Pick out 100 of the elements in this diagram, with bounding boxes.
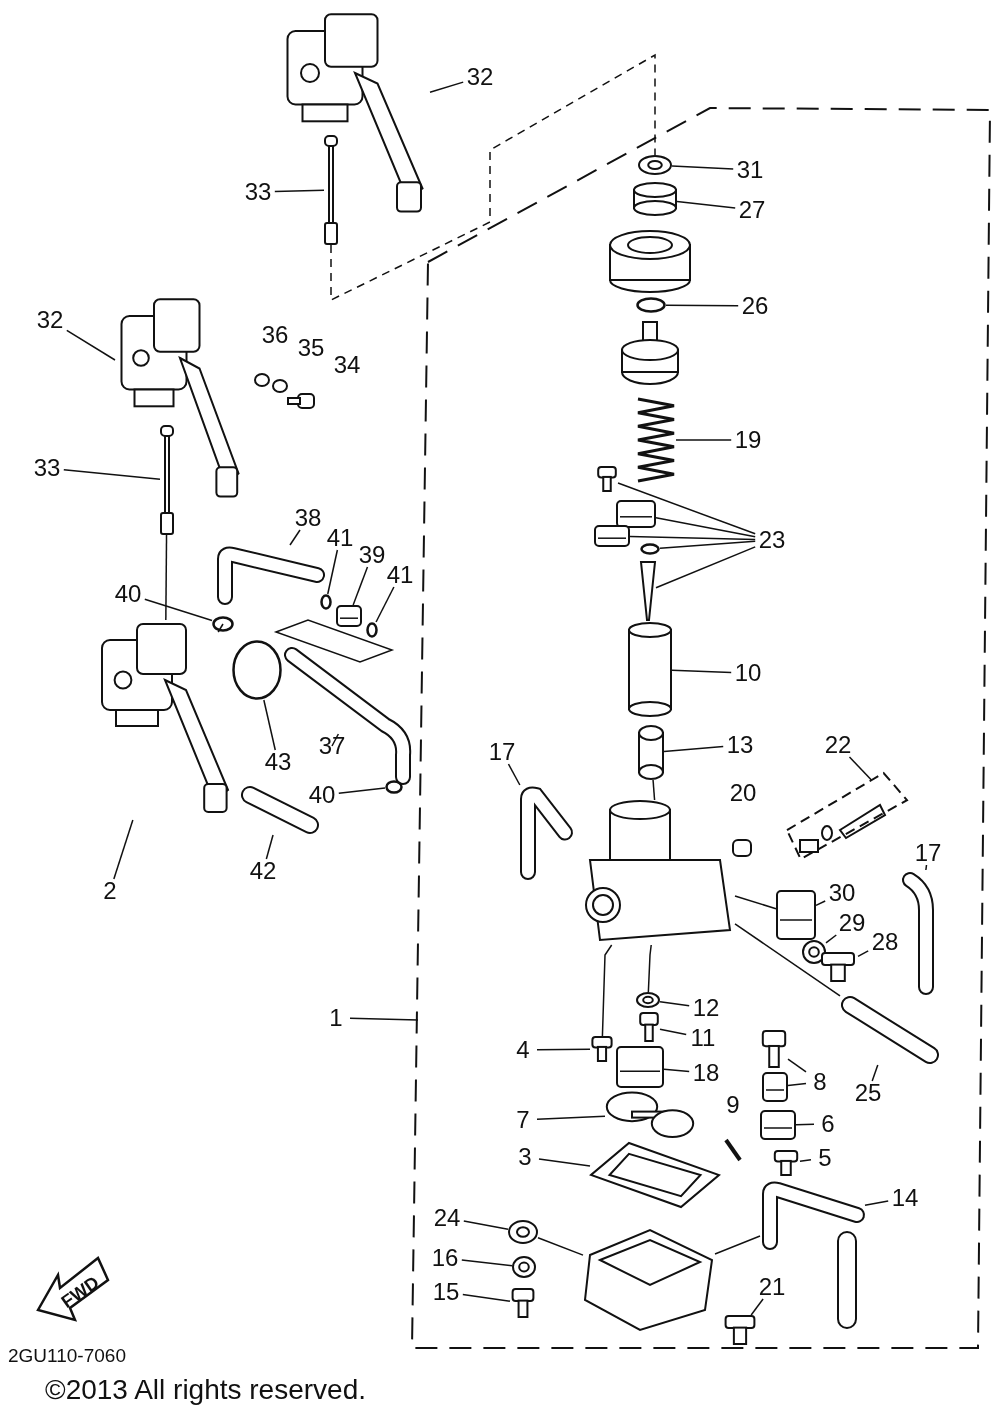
needle-drawing (640, 561, 656, 621)
leader-line (647, 944, 652, 993)
rod-drawing (160, 425, 174, 535)
leader-line (799, 1159, 812, 1162)
block-drawing (616, 500, 656, 528)
callout-number: 9 (726, 1091, 740, 1119)
leader-line (536, 1115, 606, 1121)
leader-line (734, 895, 777, 910)
spring-drawing (636, 395, 676, 485)
leader-line (462, 1293, 511, 1302)
leader-line (63, 468, 161, 481)
callout-number: 40 (106, 580, 150, 608)
block-drawing (776, 890, 816, 940)
callout-number: 13 (718, 731, 762, 759)
leader-line (265, 834, 274, 860)
tube-drawing (840, 995, 940, 1065)
callout-number: 14 (883, 1184, 927, 1212)
leader-line (652, 779, 656, 801)
leader-line (537, 1237, 584, 1256)
callout-number: 23 (750, 526, 794, 554)
leader-line (659, 1028, 687, 1036)
leader-line (375, 586, 395, 623)
leader-line (871, 1064, 879, 1082)
float-drawing (605, 1090, 695, 1138)
leader-line (461, 1259, 513, 1267)
dashbox-drawing (786, 772, 908, 860)
leader-line (113, 819, 134, 880)
screw-drawing (760, 1030, 788, 1068)
callout-number: 42 (241, 857, 285, 885)
leader-line (165, 534, 168, 621)
callout-number: 34 (333, 351, 361, 379)
callout-number: 33 (25, 454, 69, 482)
callout-number: 6 (806, 1110, 850, 1138)
ring-drawing (320, 594, 332, 610)
callout-number: 30 (820, 879, 864, 907)
washer-drawing (636, 992, 660, 1008)
callout-number: 43 (256, 748, 300, 776)
callout-number: 12 (684, 994, 728, 1022)
callout-number: 40 (300, 781, 344, 809)
callout-number: 20 (729, 779, 757, 807)
callout-number: 18 (684, 1059, 728, 1087)
leader-line (925, 864, 928, 871)
ring-drawing (640, 543, 660, 555)
callout-number: 15 (424, 1278, 468, 1306)
leader-line (848, 756, 873, 781)
callout-number: 8 (798, 1068, 842, 1096)
leader-line (289, 529, 301, 546)
callout-number: 1 (314, 1004, 358, 1032)
callout-number: 17 (906, 839, 950, 867)
leader-line (338, 787, 386, 794)
leader-line (665, 304, 739, 307)
leader-line (352, 566, 369, 606)
leader-line (659, 540, 756, 549)
callout-number: 7 (501, 1106, 545, 1134)
leader-line (629, 535, 756, 541)
callout-number: 24 (425, 1204, 469, 1232)
rod-drawing (324, 135, 338, 245)
leader-line (750, 1298, 764, 1316)
leader-line (659, 1000, 690, 1007)
leader-line (538, 1158, 591, 1167)
callout-number: 35 (297, 334, 325, 362)
leader-line (274, 189, 325, 193)
screw-drawing (510, 1288, 536, 1318)
callout-number: 26 (733, 292, 777, 320)
callout-number: 5 (803, 1144, 847, 1172)
screw-drawing (772, 1150, 800, 1176)
callout-number: 32 (28, 306, 72, 334)
leader-line (144, 598, 213, 622)
callout-number: 10 (726, 659, 770, 687)
leader-line (617, 482, 756, 535)
copyright-note: ©2013 All rights reserved. (45, 1374, 366, 1406)
callout-number: 21 (750, 1273, 794, 1301)
callout-number: 32 (458, 63, 502, 91)
leader-line (815, 900, 826, 907)
ring-drawing (636, 297, 666, 313)
bowl-drawing (583, 1228, 715, 1333)
block-drawing (594, 525, 630, 547)
leader-line (671, 165, 734, 170)
leader-line (787, 1058, 807, 1073)
leader-line (787, 1082, 807, 1087)
screw-drawing (818, 952, 858, 982)
valve-drawing (638, 725, 664, 780)
screw-drawing (590, 1036, 614, 1062)
drawing-code: 2GU110-7060 (8, 1345, 126, 1367)
leader-line (864, 1200, 889, 1207)
callout-number: 38 (286, 504, 330, 532)
leader-line (655, 546, 756, 589)
leader-line (655, 517, 756, 538)
leader-line (217, 623, 224, 633)
callout-number: 11 (681, 1024, 725, 1052)
leader-line (663, 1068, 690, 1073)
leader-line (734, 923, 841, 997)
leader-line (671, 669, 732, 674)
washer-drawing (512, 1256, 536, 1278)
leader-line (714, 1235, 761, 1255)
leader-line (331, 733, 340, 747)
leader-line (795, 1123, 815, 1126)
ring-drawing (366, 622, 378, 638)
ring-drawing (385, 780, 403, 794)
valve-drawing (628, 622, 672, 717)
